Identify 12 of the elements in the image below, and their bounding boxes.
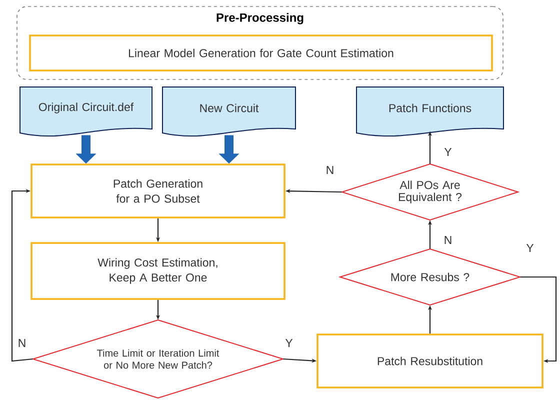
edge-label: Y	[526, 244, 534, 252]
process-box: Linear Model Generation for Gate Count Estimation	[29, 34, 493, 72]
edge-label: Y	[285, 339, 293, 347]
process-box: Patch Generation for a PO Subset	[30, 164, 286, 218]
edge-label: N	[326, 166, 334, 174]
arrow	[520, 276, 557, 364]
edge-label: Y	[444, 148, 452, 156]
edge-label: N	[18, 339, 26, 347]
edge-label: N	[444, 236, 452, 244]
process-box: Patch Resubstitution	[316, 334, 544, 388]
process-box: Wiring Cost Estimation, Keep A Better One	[30, 242, 286, 300]
arrow	[11, 188, 33, 362]
